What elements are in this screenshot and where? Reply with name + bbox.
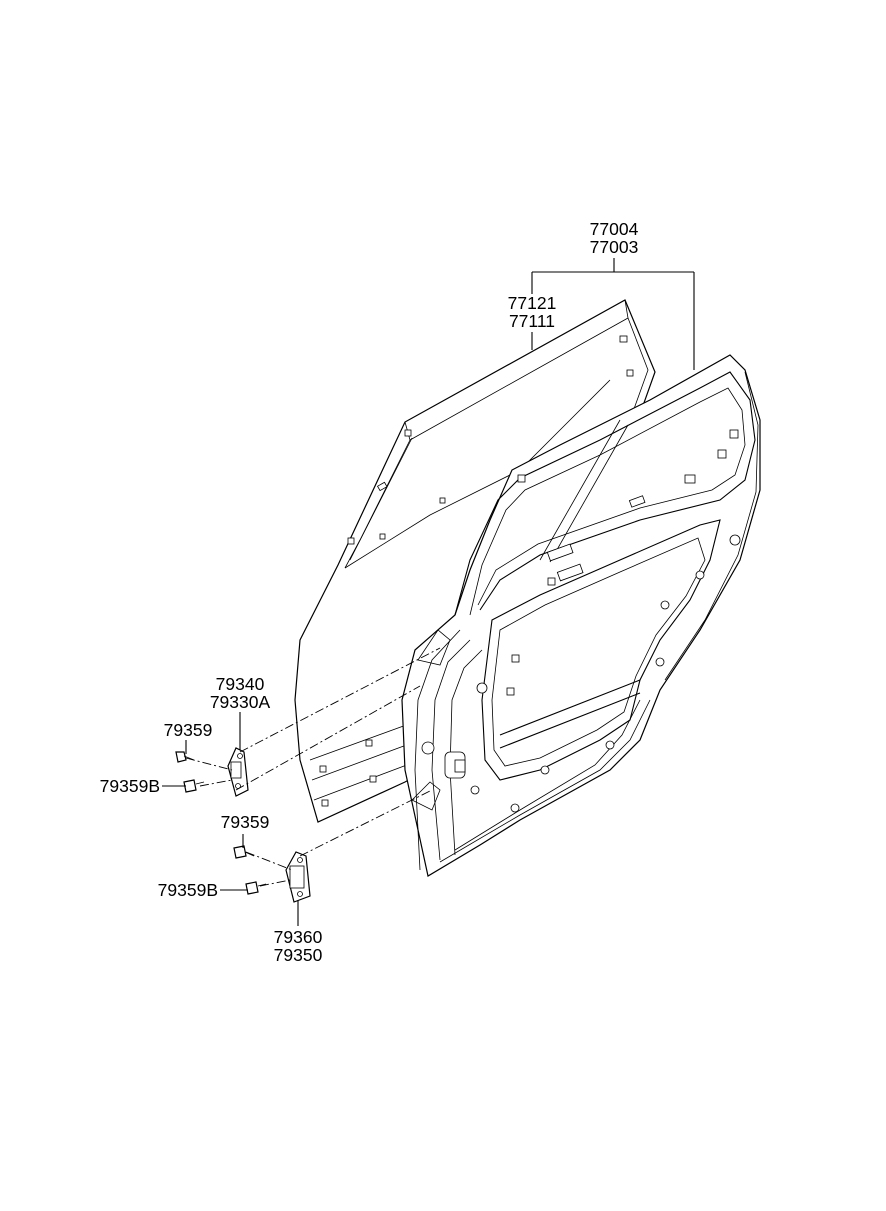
upper-hinge [227,747,249,797]
label-79330a: 79330A [210,692,271,712]
upper-bolt-79359 [175,751,195,763]
lower-bolt-79359 [233,845,255,859]
label-79359b-upper: 79359B [100,776,160,796]
label-77004: 77004 [590,219,639,239]
label-79350: 79350 [274,945,323,965]
upper-bolt-79359b [183,779,205,793]
label-79359b-lower: 79359B [158,880,218,900]
label-77121: 77121 [508,293,557,313]
label-79359-upper: 79359 [164,720,213,740]
lower-bolt-79359b [245,881,267,895]
label-79360: 79360 [274,927,323,947]
leader-lines [162,258,695,926]
label-77111: 77111 [509,311,555,331]
lower-hinge [285,851,311,903]
part-labels: 77004 77003 77121 77111 79340 79330A 793… [100,219,639,965]
label-77003: 77003 [590,237,639,257]
label-79359-lower: 79359 [221,812,270,832]
label-79340: 79340 [216,674,265,694]
assembly-lines [185,647,441,887]
door-inner-frame [401,354,761,877]
